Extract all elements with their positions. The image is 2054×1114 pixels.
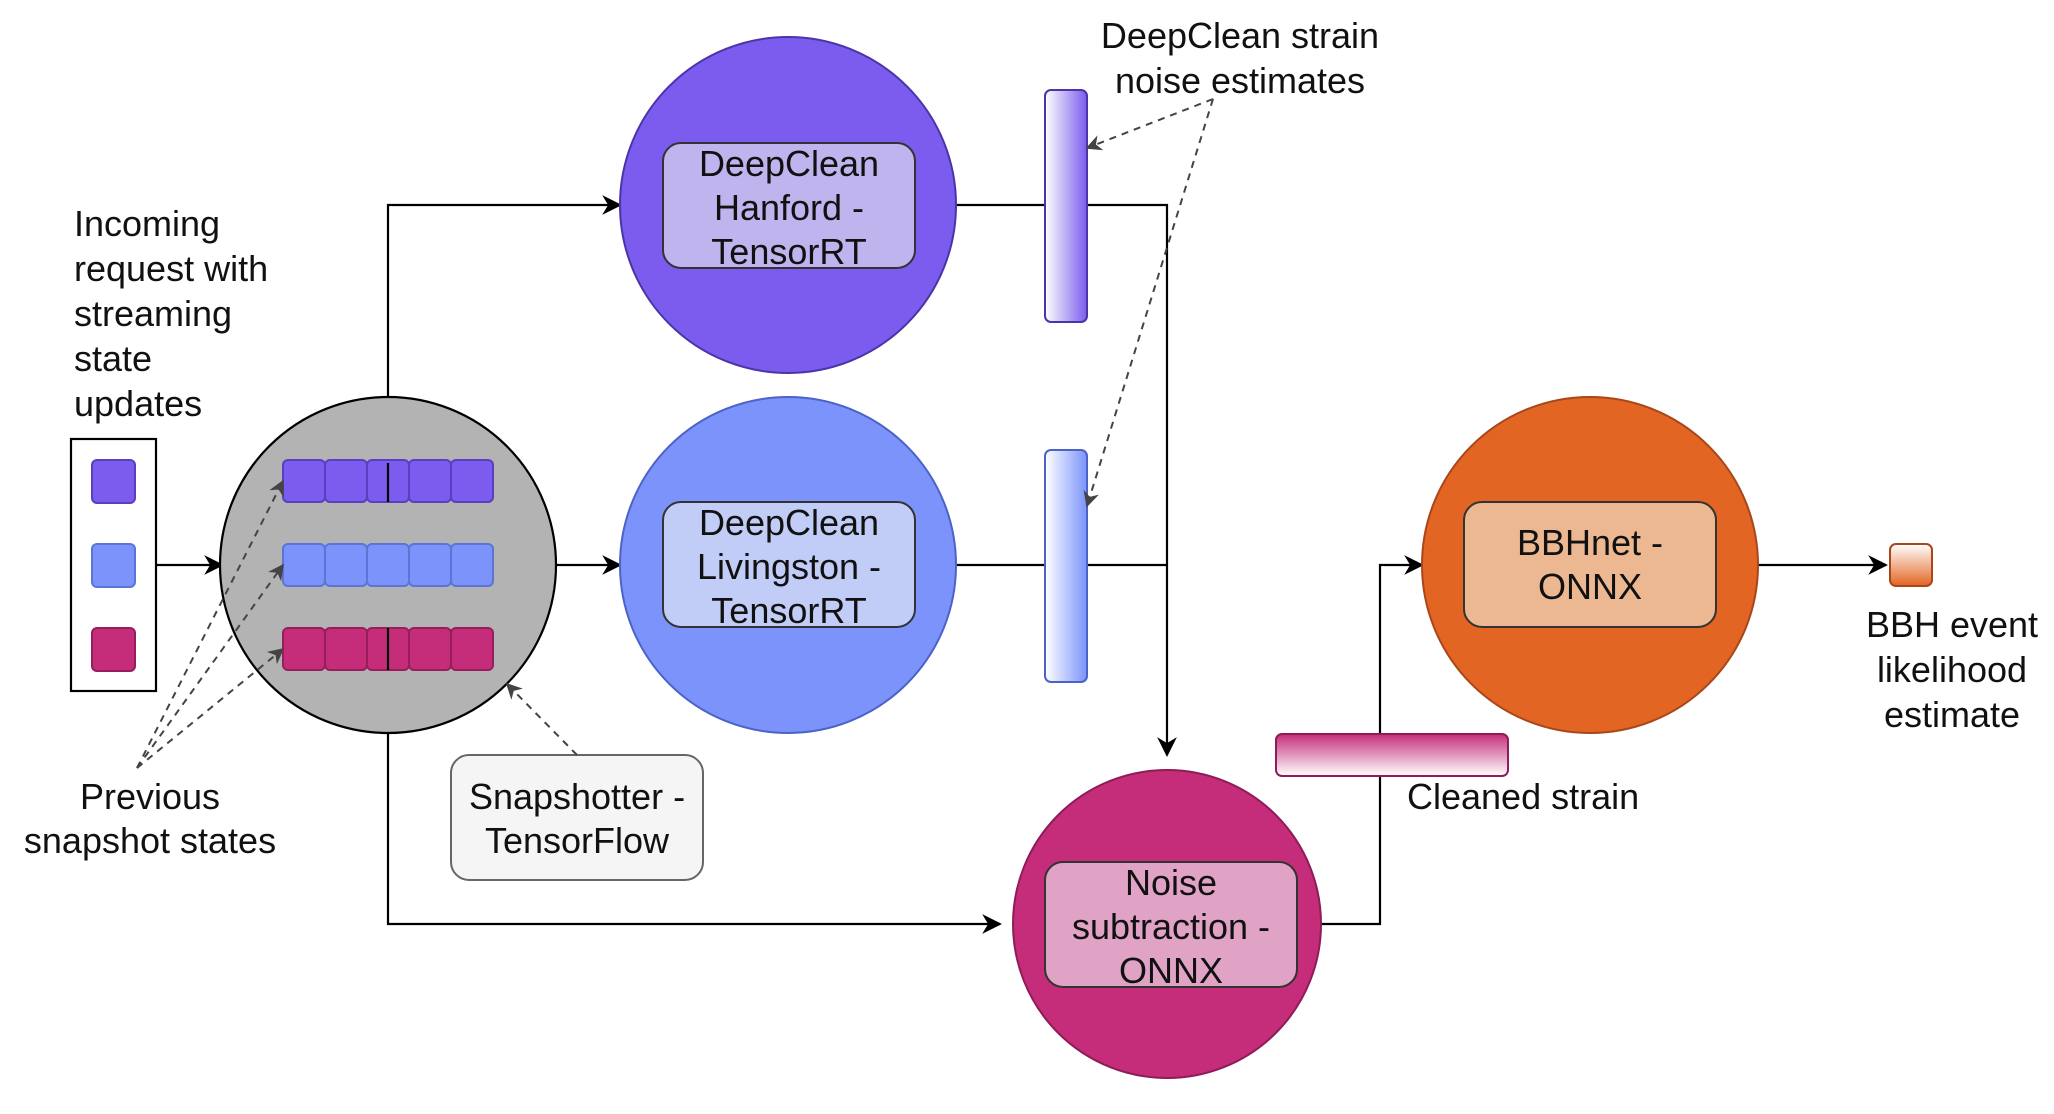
snapshot-row-livingston xyxy=(282,543,494,587)
noise-subtraction-line3: ONNX xyxy=(1119,950,1223,991)
arrow-to-noise-subtraction xyxy=(386,666,1002,934)
deepclean-livingston-line3: TensorRT xyxy=(711,590,866,631)
bbhnet-line2: ONNX xyxy=(1538,566,1642,607)
snapshot-overlay-lines xyxy=(386,463,390,670)
bbhnet-box xyxy=(1463,501,1717,628)
snapshot-cell xyxy=(366,543,410,587)
deepclean-livingston-box xyxy=(662,501,916,628)
noise-subtraction-line2: subtraction - xyxy=(1072,906,1270,947)
cleaned-strain-label: Cleaned strain xyxy=(1407,776,1639,817)
snapshot-cell xyxy=(450,627,494,671)
annotation-arrow-prev-hanford xyxy=(136,479,284,769)
annotation-arrow-prev-noise xyxy=(136,647,285,769)
snapshot-cell xyxy=(282,459,326,503)
request-state-livingston xyxy=(91,543,136,588)
request-state-hanford xyxy=(91,459,136,504)
snapshot-cell xyxy=(324,543,368,587)
bbh-output-marker xyxy=(1889,543,1933,587)
deepclean-livingston-node: DeepClean Livingston - TensorRT xyxy=(619,396,957,734)
incoming-request-line3: streaming xyxy=(74,293,232,334)
snapshot-cell xyxy=(408,627,452,671)
arrow-to-hanford xyxy=(386,195,622,463)
snapshot-cell xyxy=(282,543,326,587)
deepclean-hanford-line3: TensorRT xyxy=(711,231,866,272)
bbhnet-node: BBHnet - ONNX xyxy=(1421,396,1759,734)
deepclean-hanford-line1: DeepClean xyxy=(699,143,879,184)
snapshot-cell xyxy=(324,459,368,503)
incoming-request-line5: updates xyxy=(74,383,202,424)
bbh-output-line2: likelihood xyxy=(1877,649,2027,690)
snapshot-cell xyxy=(408,543,452,587)
bbh-output-line1: BBH event xyxy=(1866,604,2038,645)
incoming-request-box xyxy=(69,437,158,693)
snapshotter-line1: Snapshotter - xyxy=(469,776,685,817)
incoming-request-line1: Incoming xyxy=(74,203,220,244)
noise-estimates-label: DeepClean strain noise estimates xyxy=(1101,15,1379,101)
annotation-arrow-snapshotter xyxy=(505,682,578,756)
deepclean-hanford-box xyxy=(662,142,916,269)
noise-estimates-line2: noise estimates xyxy=(1115,60,1365,101)
previous-snapshot-line1: Previous xyxy=(80,776,220,817)
annotation-arrow-noise-estimate-livingston xyxy=(1083,98,1214,508)
snapshot-cell xyxy=(450,543,494,587)
arrow-hanford-to-noise-subtraction xyxy=(957,203,1177,757)
request-state-noise xyxy=(91,627,136,672)
livingston-noise-estimate-bar xyxy=(1044,449,1088,683)
snapshotter-line2: TensorFlow xyxy=(485,820,670,861)
hanford-noise-estimate-bar xyxy=(1044,89,1088,323)
snapshot-cell xyxy=(324,627,368,671)
noise-estimates-line1: DeepClean strain xyxy=(1101,15,1379,56)
previous-snapshot-states-label: Previous snapshot states xyxy=(24,776,276,861)
deepclean-livingston-line2: Livingston - xyxy=(697,546,881,587)
deepclean-hanford-node: DeepClean Hanford - TensorRT xyxy=(619,36,957,374)
snapshot-cell xyxy=(450,459,494,503)
annotation-arrows xyxy=(136,98,1214,769)
incoming-request-label: Incoming request with streaming state up… xyxy=(74,203,268,424)
bbh-output-line3: estimate xyxy=(1884,694,2020,735)
noise-subtraction-box xyxy=(1044,861,1298,988)
deepclean-livingston-line1: DeepClean xyxy=(699,502,879,543)
annotation-arrow-noise-estimate-hanford xyxy=(1085,98,1214,151)
noise-subtraction-node: Noise subtraction - ONNX xyxy=(1012,769,1322,1079)
incoming-request-line4: state xyxy=(74,338,152,379)
annotation-arrow-prev-livingston xyxy=(136,563,284,769)
bbhnet-line1: BBHnet - xyxy=(1517,522,1663,563)
snapshot-cell xyxy=(282,627,326,671)
previous-snapshot-line2: snapshot states xyxy=(24,820,276,861)
snapshot-cell xyxy=(408,459,452,503)
cleaned-strain-bar xyxy=(1275,733,1509,777)
incoming-request-line2: request with xyxy=(74,248,268,289)
snapshotter-label-box: Snapshotter - TensorFlow xyxy=(450,754,704,881)
bbh-output-label: BBH event likelihood estimate xyxy=(1866,604,2038,735)
deepclean-hanford-line2: Hanford - xyxy=(714,187,864,228)
noise-subtraction-line1: Noise xyxy=(1125,862,1217,903)
